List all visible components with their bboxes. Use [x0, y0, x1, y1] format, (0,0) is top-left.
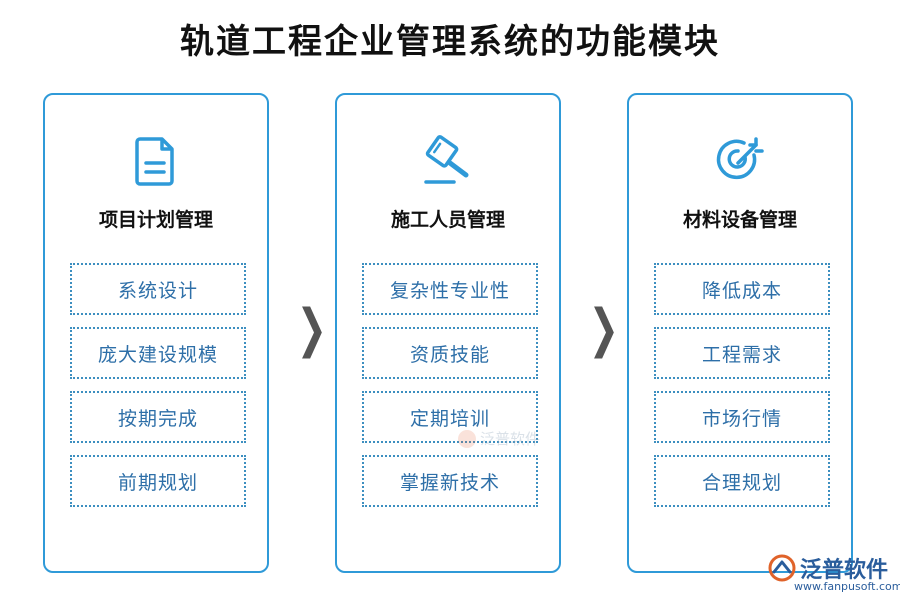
module-item: 复杂性专业性 — [362, 263, 538, 315]
module-heading: 材料设备管理 — [682, 209, 797, 231]
watermark-logo-icon — [458, 429, 476, 448]
watermark: 泛普软件 — [458, 428, 540, 449]
module-heading: 项目计划管理 — [98, 209, 213, 231]
chevron-right-icon: ❯ — [296, 299, 328, 359]
target-icon — [629, 135, 851, 187]
module-item-list: 复杂性专业性 资质技能 定期培训 掌握新技术 — [362, 263, 538, 519]
module-item: 庞大建设规模 — [70, 327, 246, 379]
module-item: 合理规划 — [654, 455, 830, 507]
document-icon — [45, 135, 267, 187]
module-item: 工程需求 — [654, 327, 830, 379]
module-card-materials: 材料设备管理 降低成本 工程需求 市场行情 合理规划 — [627, 93, 853, 573]
module-item-list: 系统设计 庞大建设规模 按期完成 前期规划 — [70, 263, 246, 519]
brand-name: 泛普软件 — [800, 558, 889, 583]
module-card-project-plan: 项目计划管理 系统设计 庞大建设规模 按期完成 前期规划 — [43, 93, 269, 573]
module-item: 资质技能 — [362, 327, 538, 379]
watermark-text: 泛普软件 — [480, 430, 541, 448]
module-card-personnel: 施工人员管理 复杂性专业性 资质技能 定期培训 掌握新技术 — [335, 93, 561, 573]
brand-logo-area: 泛普软件 — [768, 552, 888, 584]
module-item: 前期规划 — [70, 455, 246, 507]
module-item: 掌握新技术 — [362, 455, 538, 507]
module-item: 市场行情 — [654, 391, 830, 443]
page-title: 轨道工程企业管理系统的功能模块 — [180, 22, 720, 62]
brand-url: www.fanpusoft.com — [794, 580, 900, 593]
gavel-icon — [337, 135, 559, 187]
module-item: 系统设计 — [70, 263, 246, 315]
module-item: 降低成本 — [654, 263, 830, 315]
module-heading: 施工人员管理 — [390, 209, 505, 231]
module-item: 按期完成 — [70, 391, 246, 443]
module-item: 定期培训 — [362, 391, 538, 443]
module-item-list: 降低成本 工程需求 市场行情 合理规划 — [654, 263, 830, 519]
chevron-right-icon: ❯ — [588, 299, 620, 359]
brand-logo-icon — [768, 554, 796, 582]
